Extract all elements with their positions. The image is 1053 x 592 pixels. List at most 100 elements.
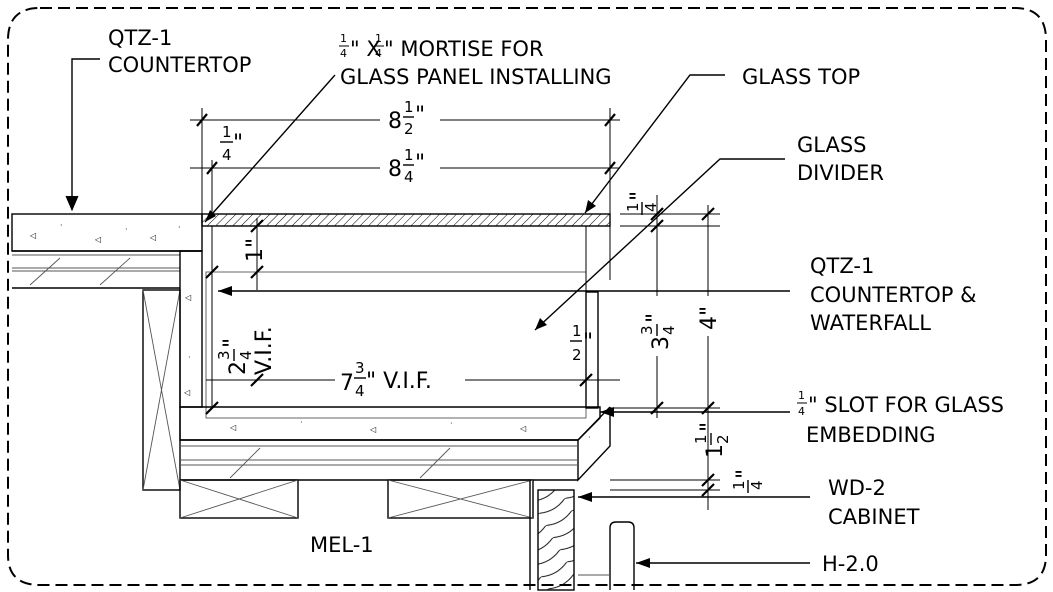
countertop-left-slab: ◁ · ◁ · ◁ · xyxy=(11,213,203,289)
svg-text:": " xyxy=(415,103,425,128)
svg-text:·: · xyxy=(300,418,303,427)
label-cabinet: CABINET xyxy=(828,505,920,529)
svg-text:4: 4 xyxy=(237,350,255,360)
handle-h20 xyxy=(578,521,635,590)
svg-text:◁: ◁ xyxy=(29,231,36,240)
label-waterfall: WATERFALL xyxy=(810,311,931,335)
svg-text:EMBEDDING: EMBEDDING xyxy=(806,423,936,447)
label-h20: H-2.0 xyxy=(822,552,879,576)
blocking-left xyxy=(179,479,299,519)
text-bottom-quarter: 1 4 " xyxy=(730,469,766,493)
text-2-3-4-vif: 2 3 4 " V.I.F. xyxy=(215,326,277,375)
leaders xyxy=(65,58,810,568)
label-mortise: 1 4 " X 1 4 " MORTISE FOR GLASS PANEL IN… xyxy=(339,32,612,89)
text-8-1-4: 8 1 4 " xyxy=(388,146,425,186)
svg-text:4: 4 xyxy=(748,480,766,490)
svg-text:" X: " X xyxy=(350,37,381,61)
svg-text:2: 2 xyxy=(404,120,414,138)
wd2-cabinet-panel xyxy=(529,480,575,591)
svg-text:·: · xyxy=(188,353,191,362)
text-7-3-4-vif: 7 3 4 " V.I.F. xyxy=(340,359,432,400)
svg-text:" MORTISE FOR: " MORTISE FOR xyxy=(384,37,544,61)
text-3-3-4: 3 3 4 " xyxy=(638,313,678,350)
dim-vif-height xyxy=(205,265,219,415)
svg-text:1: 1 xyxy=(404,98,414,116)
svg-text:3: 3 xyxy=(638,325,656,335)
svg-text:3: 3 xyxy=(215,350,233,360)
svg-text:": " xyxy=(583,330,593,355)
svg-text:4: 4 xyxy=(798,405,805,418)
svg-text:GLASS PANEL INSTALLING: GLASS PANEL INSTALLING xyxy=(340,65,612,89)
blocking-right xyxy=(387,479,534,519)
svg-text:◁: ◁ xyxy=(230,423,237,432)
svg-text:1: 1 xyxy=(375,32,382,45)
svg-text:◁: ◁ xyxy=(149,233,156,242)
svg-text:8: 8 xyxy=(388,157,402,182)
svg-text:2: 2 xyxy=(714,434,732,444)
svg-text:": " xyxy=(415,151,425,176)
svg-text:8: 8 xyxy=(388,109,402,134)
svg-text:7: 7 xyxy=(340,371,354,396)
svg-text:·: · xyxy=(125,225,128,234)
text-gap-1: 1" xyxy=(243,238,268,262)
text-4: 4" xyxy=(697,306,722,330)
svg-text:": " xyxy=(233,131,243,156)
svg-text:1: 1 xyxy=(340,32,347,45)
label-countertop-and: COUNTERTOP & xyxy=(810,283,977,307)
glass-top xyxy=(201,213,611,227)
waterfall-left-leg: ◁·◁ xyxy=(179,250,203,408)
svg-text:◁: ◁ xyxy=(94,235,101,244)
label-divider: DIVIDER xyxy=(797,161,884,185)
svg-text:1": 1" xyxy=(243,238,268,262)
detail-border xyxy=(7,7,1047,586)
svg-text:3: 3 xyxy=(355,359,365,377)
label-qtz1-waterfall: QTZ-1 xyxy=(810,254,874,278)
svg-text:4: 4 xyxy=(375,47,382,60)
svg-text:1: 1 xyxy=(222,123,232,141)
svg-text:4: 4 xyxy=(355,382,365,400)
label-countertop: COUNTERTOP xyxy=(108,53,251,77)
label-glass: GLASS xyxy=(797,133,866,157)
svg-text:" V.I.F.: " V.I.F. xyxy=(366,369,432,394)
dim-gap xyxy=(250,218,264,290)
svg-text:4: 4 xyxy=(340,47,347,60)
svg-text:·: · xyxy=(178,223,181,232)
svg-text:1: 1 xyxy=(703,444,728,458)
text-half: 1 2 " xyxy=(570,322,593,364)
svg-text:1: 1 xyxy=(624,202,642,212)
svg-text:V.I.F.: V.I.F. xyxy=(252,326,277,375)
svg-text:◁: ◁ xyxy=(370,425,377,434)
glass-divider xyxy=(585,291,599,409)
svg-text:◁: ◁ xyxy=(184,388,191,397)
dim-heights xyxy=(610,205,722,418)
svg-text:·: · xyxy=(60,221,63,230)
svg-text:": " xyxy=(643,313,668,323)
svg-text:" SLOT FOR GLASS: " SLOT FOR GLASS xyxy=(808,393,1004,417)
label-wd2: WD-2 xyxy=(828,476,886,500)
svg-text:1: 1 xyxy=(798,389,805,402)
label-glass-top: GLASS TOP xyxy=(742,65,860,89)
dim-bottom-right xyxy=(610,418,720,510)
svg-text:1: 1 xyxy=(692,434,710,444)
svg-text:4: 4 xyxy=(642,202,660,212)
svg-text:3: 3 xyxy=(649,336,674,350)
svg-text:": " xyxy=(627,191,652,201)
label-qtz1: QTZ-1 xyxy=(108,26,172,50)
svg-text:4: 4 xyxy=(404,168,414,186)
text-1-1-2: 1 1 2 " xyxy=(692,422,732,458)
svg-text:·: · xyxy=(588,433,591,442)
dim-vif-width xyxy=(206,362,620,396)
dim-overall-width xyxy=(190,100,620,214)
dim-divider-offset xyxy=(586,372,620,386)
label-slot: 1 4 " SLOT FOR GLASS EMBEDDING xyxy=(797,389,1004,447)
svg-text:◁: ◁ xyxy=(520,424,527,433)
svg-text:1: 1 xyxy=(730,480,748,490)
text-8-1-2: 8 1 2 " xyxy=(388,98,425,138)
svg-text:·: · xyxy=(450,419,453,428)
svg-text:": " xyxy=(697,422,722,432)
svg-text:1: 1 xyxy=(572,322,582,340)
svg-text:4: 4 xyxy=(222,146,232,164)
svg-text:4": 4" xyxy=(697,306,722,330)
svg-text:2: 2 xyxy=(572,346,582,364)
